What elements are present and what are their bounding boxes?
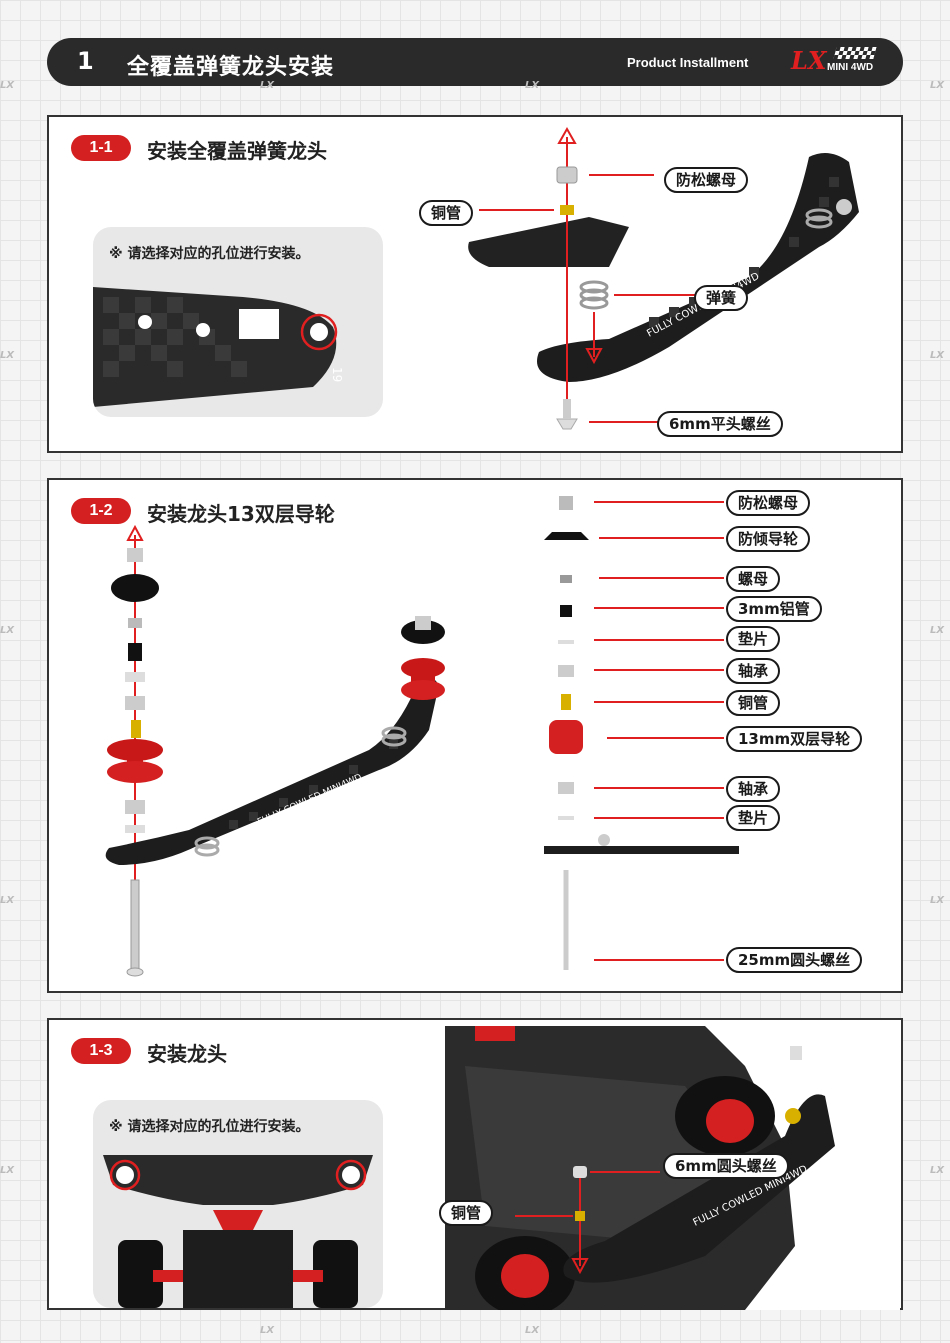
- part-label: 轴承: [726, 776, 781, 802]
- callout-screw: 6mm平头螺丝: [657, 411, 783, 437]
- watermark: LX: [260, 80, 275, 91]
- callout-spring: 弹簧: [694, 285, 749, 311]
- logo-mini4wd: MINI 4WD: [827, 62, 874, 73]
- part-label: 垫片: [726, 626, 781, 652]
- note-text: ※ 请选择对应的孔位进行安装。: [109, 1119, 310, 1135]
- watermark: LX: [0, 80, 15, 91]
- guide-roller-diagram: FULLY COWLED MINI4WD: [105, 496, 739, 977]
- hole-selection-note: ※ 请选择对应的孔位进行安装。: [93, 1100, 383, 1308]
- callout-tube: 铜管: [419, 200, 474, 226]
- section-1-2: 1-2 安装龙头13双层导轮 FULLY COWLED MINI4WD: [47, 478, 903, 993]
- part-label: 螺母: [726, 566, 781, 592]
- section-title: 安装龙头: [147, 1042, 227, 1066]
- watermark: LX: [525, 80, 540, 91]
- note-text: ※ 请选择对应的孔位进行安装。: [109, 246, 310, 262]
- page-title: 全覆盖弹簧龙头安装: [127, 55, 335, 80]
- watermark: LX: [0, 625, 15, 636]
- watermark: LX: [0, 350, 15, 361]
- callout-nut: 防松螺母: [664, 167, 749, 193]
- plate-mark: 19: [330, 367, 344, 382]
- part-label: 13mm双层导轮: [726, 726, 863, 752]
- watermark: LX: [930, 625, 945, 636]
- watermark: LX: [0, 1165, 15, 1176]
- brand-logo: LX MINI 4WD: [787, 46, 887, 78]
- part-label: 25mm圆头螺丝: [726, 947, 863, 973]
- part-label: 3mm铝管: [726, 596, 822, 622]
- hole-selection-note: ※ 请选择对应的孔位进行安装。 19: [93, 227, 383, 417]
- page-header: 1 全覆盖弹簧龙头安装 Product Installment LX MINI …: [47, 38, 903, 86]
- step-badge: 1-3: [71, 1038, 131, 1064]
- section-1-1: 1-1 安装全覆盖弹簧龙头 ※ 请选择对应的孔位进行安装。 19: [47, 115, 903, 453]
- callout-screw: 6mm圆头螺丝: [663, 1153, 789, 1179]
- watermark: LX: [260, 1325, 275, 1336]
- watermark: LX: [930, 350, 945, 361]
- watermark: LX: [0, 895, 15, 906]
- part-label: 垫片: [726, 805, 781, 831]
- section-title: 安装龙头13双层导轮: [147, 502, 335, 526]
- watermark: LX: [930, 80, 945, 91]
- step-badge: 1-1: [71, 135, 131, 161]
- page-subtitle: Product Installment: [627, 55, 749, 70]
- part-label: 防倾导轮: [726, 526, 811, 552]
- step-number: 1: [77, 47, 94, 75]
- callout-tube: 铜管: [439, 1200, 494, 1226]
- part-label: 铜管: [726, 690, 781, 716]
- part-label: 轴承: [726, 658, 781, 684]
- checkered-flag-icon: [833, 47, 877, 59]
- assembly-diagram: FULLY COWLED MINI4WD: [468, 126, 859, 430]
- part-label: 防松螺母: [726, 490, 811, 516]
- chassis-front-view: [103, 1155, 373, 1308]
- logo-lx: LX: [791, 46, 827, 75]
- section-title: 安装全覆盖弹簧龙头: [147, 139, 327, 163]
- watermark: LX: [930, 895, 945, 906]
- watermark: LX: [525, 1325, 540, 1336]
- section-1-3: 1-3 安装龙头 ※ 请选择对应的孔位进行安装。 FULL: [47, 1018, 903, 1310]
- plate-closeup: 19: [93, 287, 344, 407]
- watermark: LX: [930, 1165, 945, 1176]
- step-badge: 1-2: [71, 498, 131, 524]
